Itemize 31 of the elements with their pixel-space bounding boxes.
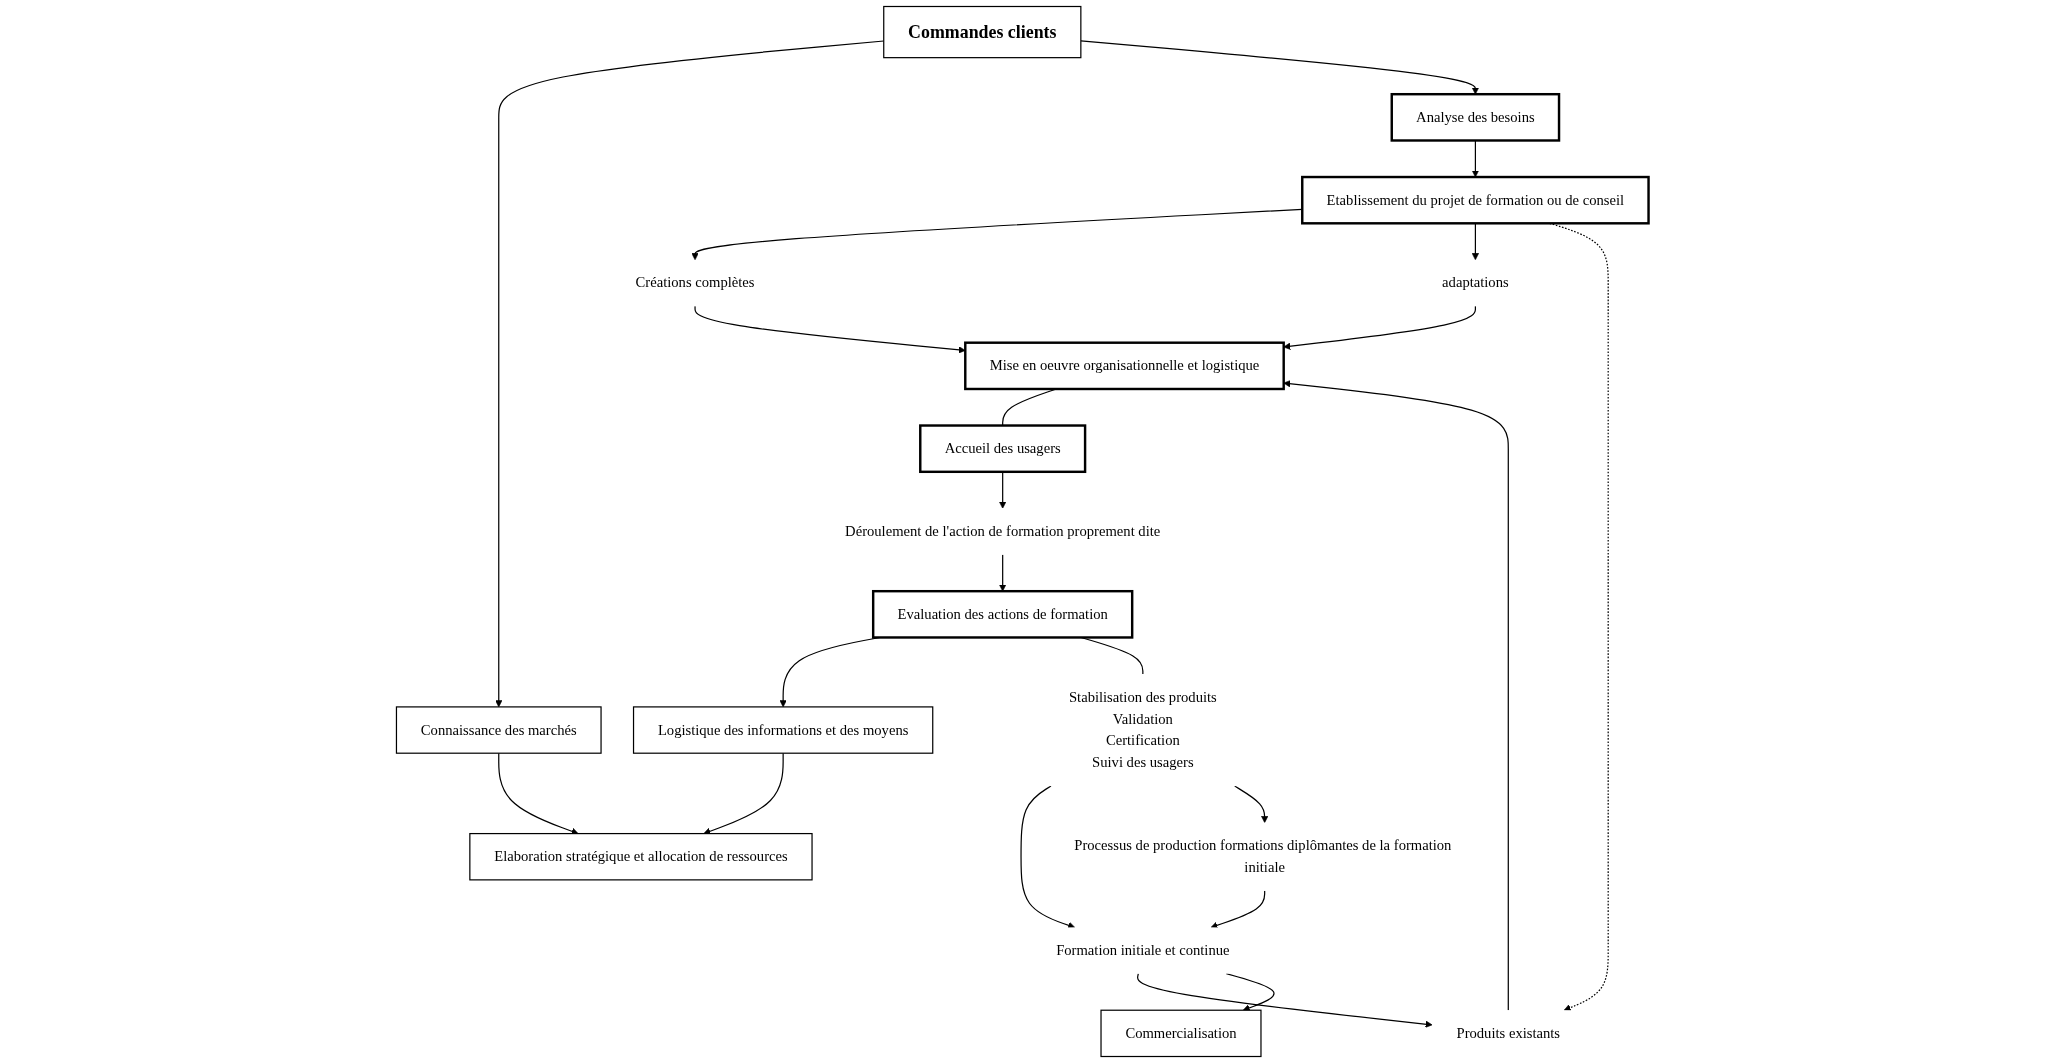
arrow (1225, 973, 1275, 1012)
node-text: Processus de production formations diplômantes de la formation initiale (1074, 837, 1452, 876)
node-box (919, 424, 1087, 474)
node-box (1390, 93, 1561, 142)
node-box (632, 706, 934, 754)
node-box (469, 833, 813, 881)
arrow (999, 471, 1007, 509)
node-box (1301, 175, 1650, 225)
arrow (999, 554, 1007, 592)
node-text: Créations complètes (635, 274, 755, 291)
arrow (703, 752, 784, 835)
node-box (964, 341, 1285, 391)
arrow (1283, 380, 1509, 1011)
arrow (1136, 973, 1433, 1028)
arrow (1080, 40, 1479, 95)
arrow (1234, 785, 1269, 823)
node-text: Déroulement de l'action de formation proprement dite (845, 522, 1161, 540)
node-text: Formation initiale et continue (1056, 942, 1230, 959)
node-box (883, 5, 1082, 59)
arrow (691, 208, 1303, 261)
arrow (1283, 305, 1476, 350)
arrow (1020, 785, 1076, 929)
node-text: adaptations (1442, 274, 1509, 291)
node-box (395, 706, 602, 754)
node-text: Stabilisation des produits Validation Certification Suivi des usagers (1068, 688, 1217, 771)
node-box (871, 589, 1134, 639)
node-box (1100, 1009, 1262, 1058)
node-text: Produits existants (1456, 1024, 1561, 1042)
arrow (694, 305, 966, 354)
arrow (1210, 890, 1266, 929)
arrow (498, 752, 579, 835)
